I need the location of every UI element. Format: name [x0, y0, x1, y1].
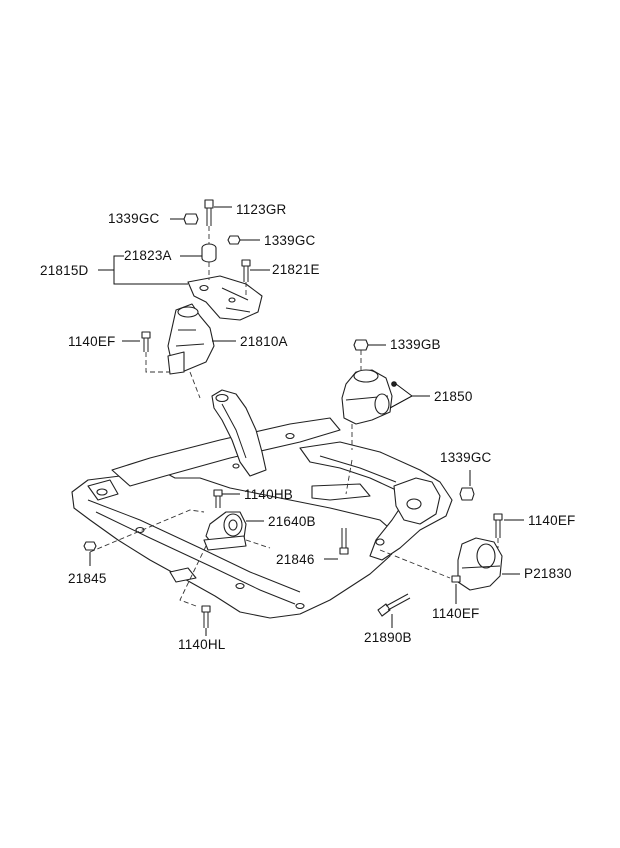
label-1140hl: 1140HL — [178, 637, 226, 652]
loose-fasteners — [83, 528, 411, 628]
label-21890b: 21890B — [364, 630, 412, 645]
label-21815d: 21815D — [40, 263, 89, 278]
label-21845: 21845 — [68, 571, 107, 586]
label-21850: 21850 — [434, 389, 473, 404]
label-1140hb: 1140HB — [244, 487, 293, 502]
label-21823a: 21823A — [124, 248, 172, 263]
label-1339gc-right: 1339GC — [440, 450, 492, 465]
label-21821e: 21821E — [272, 262, 320, 277]
label-1140ef-right: 1140EF — [528, 513, 576, 528]
label-1339gc-top: 1339GC — [108, 211, 160, 226]
right-engine-mount — [341, 339, 397, 495]
leader-lines — [89, 206, 524, 636]
upper-bracket-group — [141, 199, 263, 399]
label-21846: 21846 — [276, 552, 315, 567]
rear-transaxle-mount — [379, 487, 503, 591]
label-1339gc-mid: 1339GC — [264, 233, 316, 248]
label-1140ef-bottom: 1140EF — [432, 606, 480, 621]
label-p21830: P21830 — [524, 566, 572, 581]
front-subframe — [71, 389, 453, 619]
front-roll-mount — [89, 489, 271, 607]
label-1140ef-left: 1140EF — [68, 334, 116, 349]
label-1123gr: 1123GR — [236, 202, 287, 217]
label-1339gb: 1339GB — [390, 337, 441, 352]
label-21640b: 21640B — [268, 514, 316, 529]
label-21810a: 21810A — [240, 334, 288, 349]
